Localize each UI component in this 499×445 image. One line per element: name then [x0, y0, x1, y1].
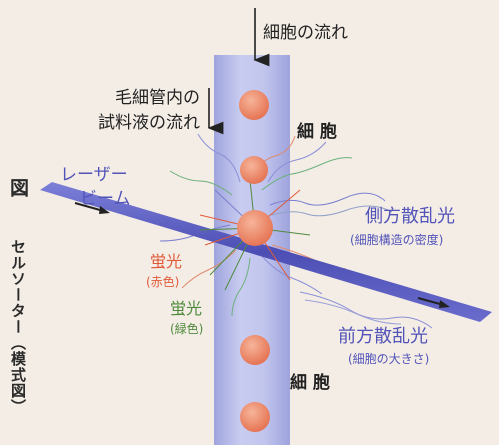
- fluor-green-note: (緑色): [170, 321, 203, 336]
- fluor-red-note: (赤色): [146, 275, 179, 289]
- cell-label-top: 細 胞: [297, 121, 337, 142]
- cell-label-bottom: 細 胞: [290, 372, 330, 393]
- cell-illuminated: [237, 210, 273, 246]
- side-scatter-note: (細胞構造の密度): [350, 232, 443, 247]
- figure-caption: 図 セルソーター（模式図）: [2, 178, 32, 415]
- sample-flow-label-line2: 試料液の流れ: [98, 113, 200, 133]
- cell-2: [240, 156, 268, 184]
- forward-scatter-note: (細胞の大きさ): [348, 352, 429, 366]
- sample-flow-label-line1: 毛細管内の: [115, 88, 200, 108]
- cell-4: [240, 335, 270, 365]
- cell-1: [239, 90, 269, 120]
- laser-beam: [40, 182, 492, 322]
- figure-caption-text: セルソーター（模式図）: [9, 239, 27, 415]
- fluor-green-label: 蛍光: [170, 299, 202, 318]
- cell-5: [240, 402, 270, 432]
- cell-flow-label: 細胞の流れ: [263, 23, 348, 43]
- fluor-red-label: 蛍光: [150, 252, 182, 271]
- side-scatter-label: 側方散乱光: [365, 206, 455, 227]
- laser-label-line1: レーザー: [60, 165, 128, 185]
- laser-label-line2: ビーム: [80, 189, 131, 209]
- figure-number: 図: [7, 178, 29, 198]
- forward-scatter-label: 前方散乱光: [338, 326, 428, 347]
